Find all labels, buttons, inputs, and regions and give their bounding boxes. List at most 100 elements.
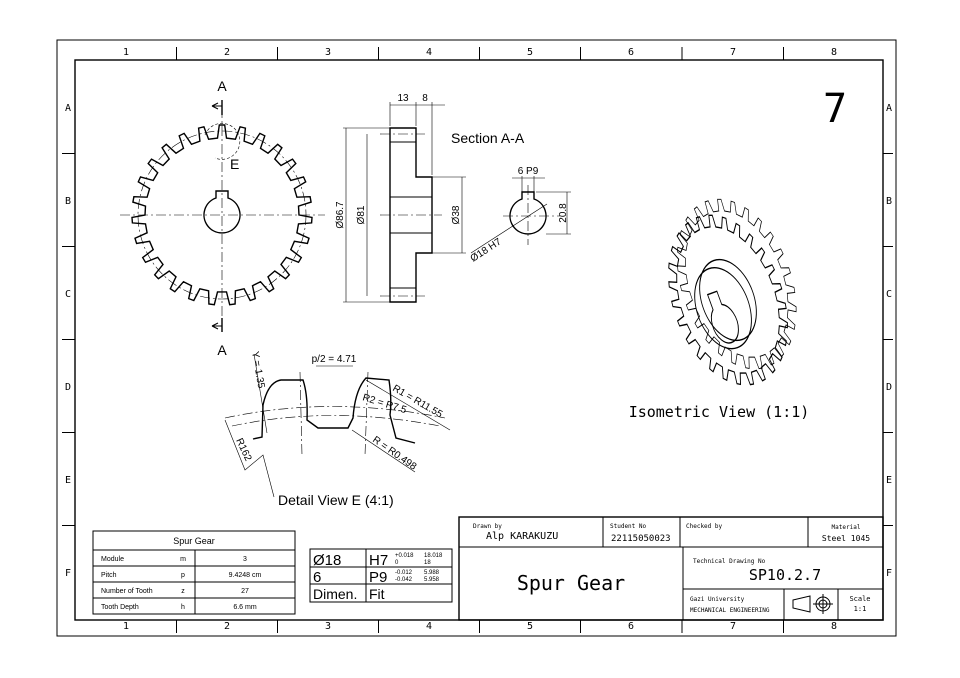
row-ref: D	[886, 382, 892, 393]
fit-dim-1: Ø18	[313, 552, 341, 569]
column-ref: 3	[325, 47, 331, 58]
row-ref: F	[886, 568, 892, 579]
row-ref: F	[65, 568, 71, 579]
detail-circle	[204, 123, 241, 160]
column-ref: 7	[730, 47, 736, 58]
row-ref: E	[65, 475, 71, 486]
spec-symbol: z	[181, 588, 185, 595]
spec-value: 9.4248 cm	[229, 572, 262, 579]
checked-by-label: Checked by	[686, 523, 723, 530]
department: MECHANICAL ENGINEERING	[690, 607, 770, 614]
scale-label: Scale	[849, 595, 870, 603]
dim-root-dia: Ø81	[356, 205, 367, 224]
column-ref: 4	[426, 47, 432, 58]
spec-symbol: m	[180, 556, 186, 563]
sheet-number: 7	[823, 86, 847, 132]
bore-view: 6 P9 20.8 Ø18 H7	[469, 166, 571, 265]
dim-key-width: 6 P9	[518, 166, 539, 177]
spec-symbol: h	[181, 604, 185, 611]
projection-symbol-icon	[792, 594, 833, 614]
dim-r: R = R0.498	[370, 434, 418, 472]
section-label-top: A	[217, 78, 227, 94]
row-ref: E	[886, 475, 892, 486]
dim-outer-dia: Ø86.7	[335, 201, 346, 229]
fit-class-1: H7	[369, 552, 388, 569]
detail-title: Detail View E (4:1)	[278, 492, 394, 508]
spec-value: 27	[241, 588, 249, 595]
spec-name: Tooth Depth	[101, 604, 139, 611]
student-no: 22115050023	[611, 534, 671, 544]
column-ref: 7	[730, 621, 736, 632]
fit-table: Ø18 H7 +0.018 0 18.018 18 6 P9 -0.012 -0…	[309, 548, 453, 603]
detail-view: p/2 = 4.71 Y = 1.35 R1 = R11.55 R2 = R7.…	[224, 351, 451, 508]
dim-pitch-half: p/2 = 4.71	[312, 354, 357, 365]
bore-keyway-outline	[509, 191, 547, 235]
row-ref: C	[65, 289, 71, 300]
fit-header-dim: Dimen.	[313, 586, 357, 602]
drawing-title: Spur Gear	[517, 571, 625, 595]
column-ref: 8	[831, 47, 837, 58]
dim-bore: Ø18 H7	[469, 236, 504, 264]
row-ref: D	[65, 382, 71, 393]
column-ref: 1	[123, 621, 129, 632]
material-label: Material	[832, 524, 861, 531]
column-ref: 3	[325, 621, 331, 632]
column-ref: 8	[831, 621, 837, 632]
column-ref: 1	[123, 47, 129, 58]
section-arrow-bottom	[211, 322, 222, 330]
fit-dev-upper-1: +0.018	[395, 553, 414, 559]
dim-y: Y = 1.35	[249, 351, 266, 390]
dim-width-13: 13	[397, 93, 409, 104]
tooth-profile	[252, 377, 416, 444]
spec-name: Pitch	[101, 572, 117, 579]
spec-value: 3	[243, 556, 247, 563]
row-ref: B	[886, 196, 892, 207]
spec-symbol: p	[181, 572, 185, 579]
drawing-no-label: Technical Drawing No	[693, 558, 766, 565]
row-ref: B	[65, 196, 71, 207]
fit-dev-lower-2: -0.042	[395, 577, 413, 583]
title-block: Drawn by Alp KARAKUZU Student No 2211505…	[458, 516, 884, 621]
spec-table-title: Spur Gear	[173, 536, 215, 546]
spec-value: 6.6 mm	[233, 604, 257, 611]
section-view: 13 8 Ø86.7 Ø81 Ø38 Section A-A	[335, 93, 525, 303]
fit-lim-upper-2: 5.988	[424, 570, 440, 576]
row-ref: C	[886, 289, 892, 300]
drawing-no: SP10.2.7	[749, 566, 821, 584]
column-ref: 4	[426, 621, 432, 632]
outer-border	[56, 39, 897, 637]
isometric-view: Isometric View (1:1)	[629, 198, 810, 421]
section-title: Section A-A	[451, 130, 525, 146]
column-ref: 6	[628, 47, 634, 58]
fit-header-fit: Fit	[369, 586, 385, 602]
university: Gazi University	[690, 596, 745, 603]
detail-label: E	[230, 156, 239, 172]
material: Steel 1045	[822, 534, 870, 543]
column-ref: 5	[527, 621, 533, 632]
fit-dim-2: 6	[313, 569, 321, 586]
section-arrow-top	[211, 102, 222, 110]
dim-width-8: 8	[422, 93, 428, 104]
scale: 1:1	[854, 605, 867, 613]
fit-class-2: P9	[369, 569, 387, 586]
dim-hub-dia: Ø38	[451, 205, 462, 224]
student-no-label: Student No	[610, 523, 647, 530]
fit-dev-lower-1: 0	[395, 560, 399, 566]
spec-name: Module	[101, 556, 124, 563]
fit-lim-upper-1: 18.018	[424, 553, 443, 559]
drawn-by-label: Drawn by	[473, 523, 502, 530]
column-ref: 2	[224, 621, 230, 632]
front-view: A A E	[120, 78, 325, 358]
spec-name: Number of Tooth	[101, 588, 153, 595]
fit-lim-lower-2: 5.958	[424, 577, 440, 583]
column-ref: 6	[628, 621, 634, 632]
fit-lim-lower-1: 18	[424, 560, 431, 566]
isometric-title: Isometric View (1:1)	[629, 403, 810, 421]
column-ref: 2	[224, 47, 230, 58]
fit-dev-upper-2: -0.012	[395, 570, 413, 576]
bore-keyway	[203, 190, 241, 234]
row-ref: A	[886, 103, 892, 114]
column-ref: 5	[527, 47, 533, 58]
